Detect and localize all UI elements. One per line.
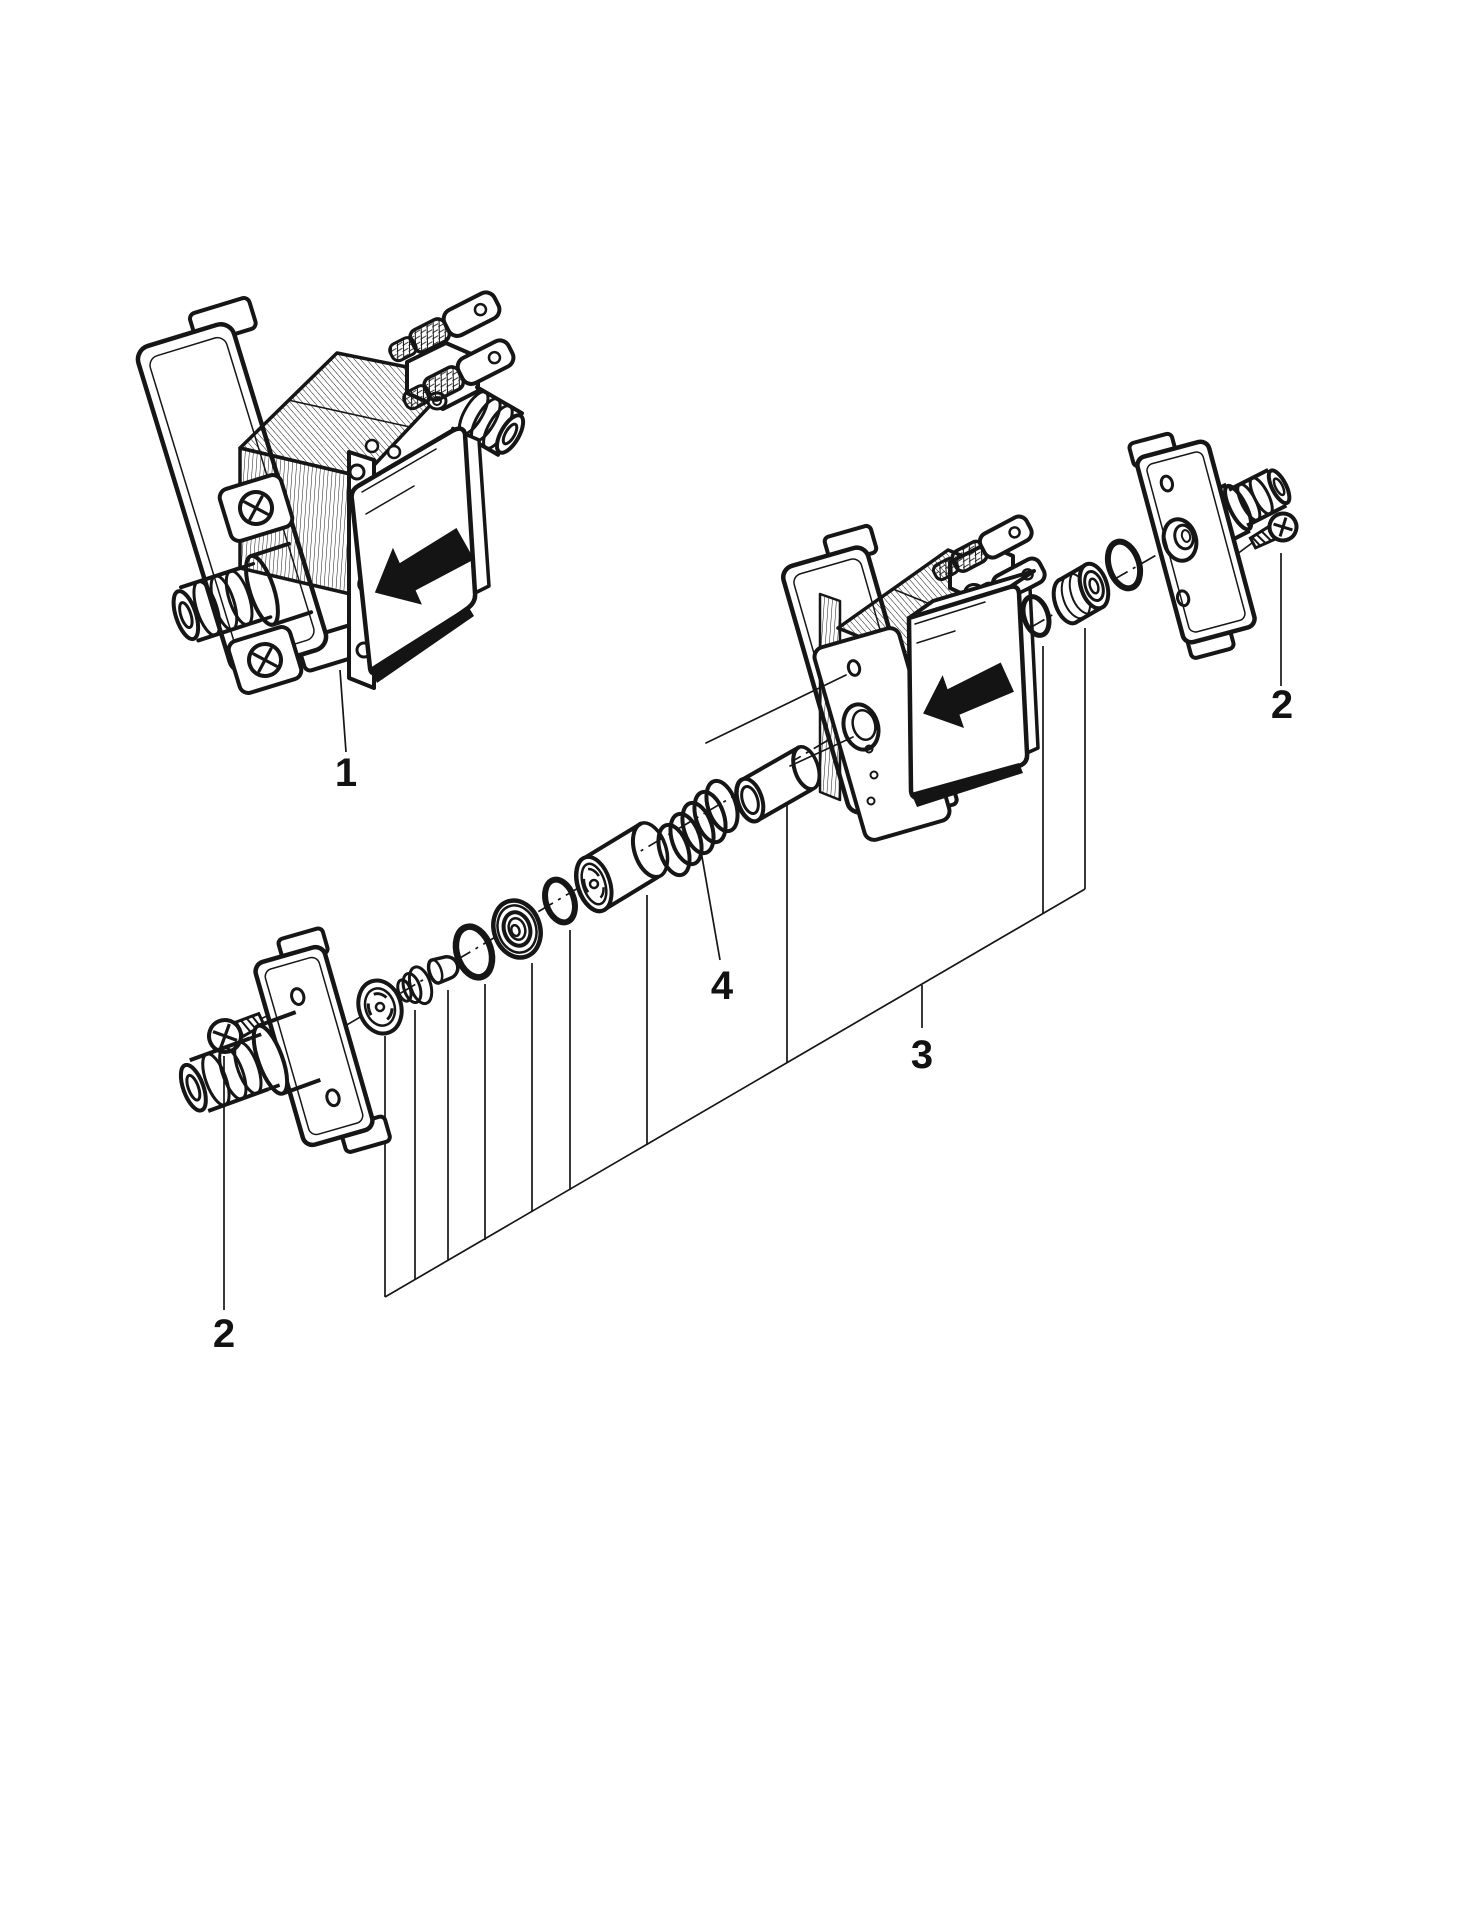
o-ring-right-inner [1020, 594, 1052, 638]
pump-body-small-bore [846, 659, 862, 677]
valve-spring-small [396, 965, 434, 1006]
kit-leader-lines [384, 628, 1086, 1298]
callout-1-leader [339, 669, 347, 753]
end-plate-left-hose-barb [178, 1010, 321, 1113]
kit-gathering-line [384, 888, 1086, 1298]
callout-4: 4 [711, 964, 734, 1008]
pump1-spade-terminal-2 [402, 338, 516, 411]
callout-2-left: 2 [213, 1312, 235, 1356]
cylinder-sleeve [734, 745, 822, 824]
valve-seat-fitting [1051, 561, 1111, 626]
pump1-screw-top [217, 473, 295, 543]
seal-cup [491, 898, 543, 960]
end-plate-left [178, 926, 392, 1154]
mounting-screw-right [1248, 511, 1299, 550]
valve-poppet [426, 955, 460, 985]
callout-4-leader [700, 850, 721, 961]
complete-pump-assembly [135, 290, 526, 695]
callout-leaders [223, 553, 1282, 1310]
o-ring-right-outer [1104, 538, 1144, 592]
pump-body-cylinder-bore [841, 702, 881, 752]
pump1-spade-terminal-1 [388, 290, 502, 363]
callout-1: 1 [335, 751, 357, 795]
valve-disc [356, 978, 404, 1036]
piston [574, 821, 670, 914]
pump1-screw-bottom [226, 625, 304, 695]
pump-body-spade-terminal-1 [931, 514, 1034, 582]
o-ring-small [542, 876, 578, 926]
piston-spring [656, 778, 740, 878]
callout-3: 3 [911, 1033, 933, 1077]
pump-body [705, 514, 1047, 842]
end-plate-right [1127, 431, 1292, 660]
callout-2-right: 2 [1271, 683, 1293, 727]
o-ring-large [452, 923, 496, 981]
